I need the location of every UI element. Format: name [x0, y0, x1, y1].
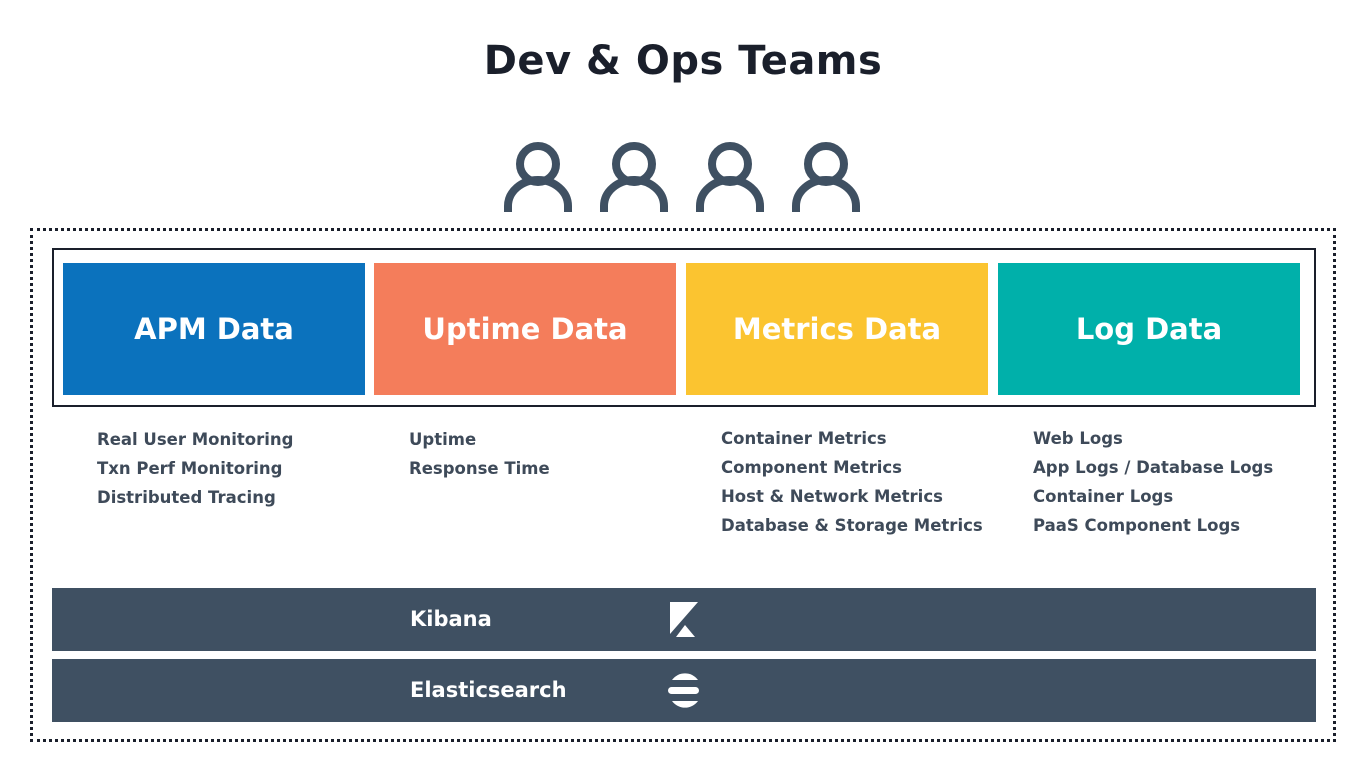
list-item: PaaS Component Logs [1033, 516, 1241, 535]
kibana-layer: Kibana [52, 588, 1316, 651]
kibana-label: Kibana [410, 607, 492, 631]
list-item: App Logs / Database Logs [1033, 458, 1274, 477]
uptime-data-tile: Uptime Data [374, 263, 676, 395]
elasticsearch-layer: Elasticsearch [52, 659, 1316, 722]
list-item: Container Metrics [721, 429, 887, 448]
person-icon [504, 142, 572, 212]
metrics-data-list: Container Metrics Component Metrics Host… [721, 424, 983, 540]
list-item: Uptime [409, 430, 477, 449]
diagram-title: Dev & Ops Teams [483, 38, 883, 84]
list-item: Real User Monitoring [97, 430, 294, 449]
list-item: Web Logs [1033, 429, 1123, 448]
list-item: Host & Network Metrics [721, 487, 943, 506]
elasticsearch-label: Elasticsearch [410, 678, 567, 702]
data-sources-frame: APM Data Uptime Data Metrics Data Log Da… [52, 248, 1316, 407]
person-icon [696, 142, 764, 212]
list-item: Container Logs [1033, 487, 1174, 506]
kibana-logo-icon [670, 602, 698, 637]
person-icon [792, 142, 860, 212]
apm-data-list: Real User Monitoring Txn Perf Monitoring… [97, 425, 293, 512]
log-data-tile: Log Data [998, 263, 1300, 395]
team-people-group [500, 140, 870, 215]
log-data-list: Web Logs App Logs / Database Logs Contai… [1033, 424, 1273, 540]
list-item: Component Metrics [721, 458, 902, 477]
elasticsearch-logo-icon [668, 673, 699, 708]
list-item: Txn Perf Monitoring [97, 459, 283, 478]
person-icon [600, 142, 668, 212]
list-item: Response Time [409, 459, 550, 478]
observability-boundary [30, 228, 1336, 742]
metrics-data-tile: Metrics Data [686, 263, 988, 395]
uptime-data-list: Uptime Response Time [409, 425, 550, 483]
apm-data-tile: APM Data [63, 263, 365, 395]
list-item: Distributed Tracing [97, 488, 276, 507]
list-item: Database & Storage Metrics [721, 516, 983, 535]
